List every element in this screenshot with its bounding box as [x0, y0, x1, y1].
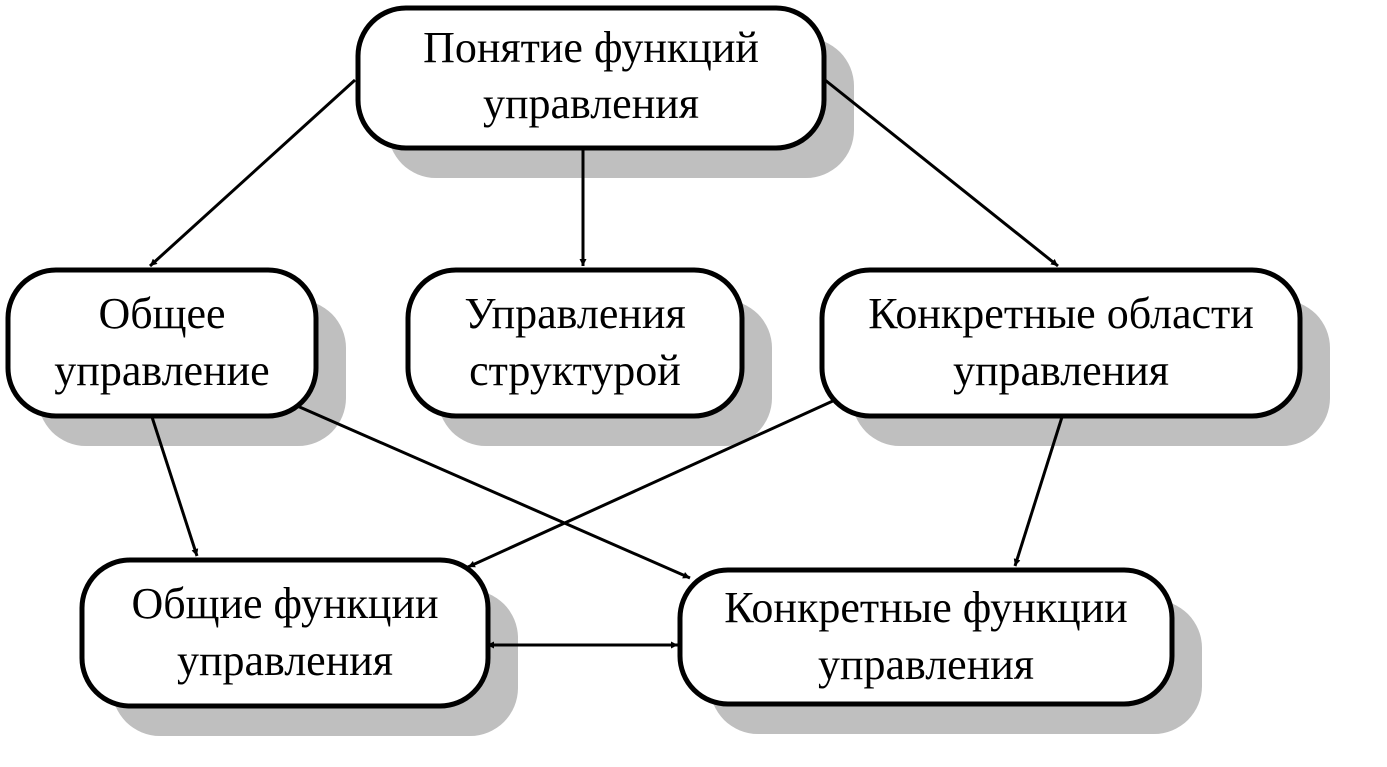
specific-functions-box — [677, 567, 1175, 707]
specific-functions-label-line2: управления — [818, 640, 1034, 689]
concept-box — [355, 5, 827, 151]
structure-management-box — [405, 267, 745, 419]
specific-areas-label-line1: Конкретные области — [868, 289, 1254, 338]
arrows — [148, 78, 1064, 649]
general-functions-label-line1: Общие функции — [131, 579, 438, 628]
concept-label-line1: Понятие функций — [423, 23, 759, 72]
arrow-general-management-to-general-functions — [150, 416, 199, 557]
arrow-specific-areas-to-specific-functions — [1013, 416, 1064, 567]
general-management-label-line2: управление — [54, 346, 269, 395]
general-management-box — [5, 267, 319, 419]
structure-management-label-line1: Управления — [464, 289, 685, 338]
general-functions-box — [79, 557, 491, 709]
general-management-label-line1: Общее — [98, 289, 225, 338]
specific-areas-box — [819, 267, 1303, 419]
specific-functions-label-line1: Конкретные функции — [724, 583, 1127, 632]
boxes — [5, 5, 1303, 709]
structure-management-label-line2: структурой — [469, 346, 681, 395]
general-functions-label-line2: управления — [177, 636, 393, 685]
arrow-concept-to-specific-areas — [824, 78, 1059, 268]
labels: Понятие функций управления Общее управле… — [54, 23, 1253, 689]
arrow-specific-areas-to-general-functions — [467, 398, 836, 569]
arrow-concept-to-general-management — [148, 78, 357, 268]
specific-areas-label-line2: управления — [953, 346, 1169, 395]
concept-label-line2: управления — [483, 79, 699, 128]
arrow-general-management-to-specific-functions — [294, 403, 691, 580]
